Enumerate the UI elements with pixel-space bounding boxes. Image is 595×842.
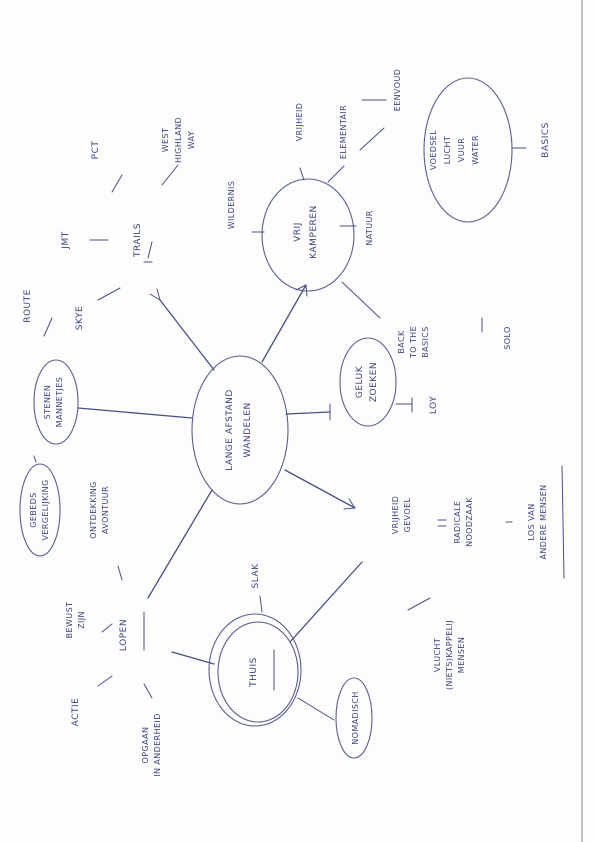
gebeds-bubble [19,463,61,557]
nomadisch-bubble [335,677,373,759]
trails-whw-label-1: WEST [161,128,170,153]
trails-whw-label-3: WAY [187,131,196,149]
link-center-vrijheid [284,469,356,509]
lopen-actie-label: ACTIE [71,698,81,727]
link-trails-whw [161,164,179,186]
center-label-1: LANGE AFSTAND [225,389,235,471]
geluk-loy-label: LOY [429,396,439,414]
kamperen-hub-label-2: KAMPEREN [309,205,319,258]
link-skye-route [43,317,53,337]
lopen-hub-label: LOPEN [119,619,129,651]
lopen-opgaan-label-2: IN ANDERHEID [153,713,162,777]
center-label-2: WANDELEN [243,402,253,457]
thuis-hub-label: THUIS [249,657,259,688]
basics-bubble [423,77,513,223]
vrijheid-radicale-label-2: NOODZAAK [465,497,474,547]
thuis-bubble-outer [208,613,302,727]
stenen-bubble [33,359,79,445]
link-lopen-thuis [171,651,215,665]
link-vrijheid-radicale [437,519,447,527]
link-kamperen-elementair [327,165,345,183]
thuis-vlucht-label-2: (NIETS)KAPPELIJ [445,620,454,690]
basics-item-1: VOEDSEL [429,130,438,170]
lopen-bewust-label-1: BEWUST [65,602,74,639]
link-kamperen-back [341,281,381,319]
trails-route-label: ROUTE [23,289,33,323]
lopen-ontdekking-label-1: ONTDEKKING [89,481,98,538]
trails-whw-label-2: HIGHLAND [174,117,183,163]
kamperen-hub-label-1: VRIJ [293,222,303,242]
arrow-trails [149,288,161,301]
vrijheid-hub-label-2: GEVOEL [403,497,412,532]
vrijheid-los-label-1: LOS VAN [527,503,536,540]
basics-item-3: VUUR [457,138,466,162]
link-center-lopen [147,489,213,599]
vrijheid-underline [561,465,565,579]
link-center-stenen [77,407,193,419]
link-trails-hub [147,241,153,259]
lopen-ontdekking-label-2: AVONTUUR [101,486,110,534]
geluk-bubble [339,337,397,427]
link-kamperen-vrijheid [299,167,305,181]
basics-item-4: WATER [471,135,480,165]
vrijheid-hub-label-1: VRIJHEID [391,496,400,535]
lopen-opgaan-label-1: OPGAAN [141,727,150,764]
trails-jmt-label: JMT [61,231,71,249]
stenen-label-1: STENEN [43,385,52,419]
link-vrijheid-vlucht [407,597,431,611]
link-elementair-eenvoud [359,127,385,151]
basics-item-2: LUCHT [443,136,452,164]
kamperen-eenvoud-label: EENVOUD [393,69,402,112]
geluk-hub-label-1: GELUK [355,365,365,398]
lopen-gebeds-label-2: VERGELIJKING [41,479,50,540]
link-lopen-ontdekking [117,565,123,581]
link-lopen-bewust [101,623,113,633]
link-thuis-vrijheid [289,561,363,643]
link-thuis-nomadisch [297,697,335,721]
arrow-vrijheid [343,498,356,510]
basics-label: BASICS [541,122,551,158]
link-center-geluk [285,411,331,415]
vrijheid-los-label-2: ANDERE MENSEN [539,484,548,559]
kamperen-vrijheid-label: VRIJHEID [295,103,304,142]
geluk-hub-label-2: ZOEKEN [369,362,379,402]
kamperen-natuur-label: NATUUR [365,210,374,245]
thuis-bubble-inner [217,621,299,723]
thuis-nomadisch-label: NOMADISCH [351,691,360,744]
trails-skye-label: SKYE [75,306,85,330]
link-thuis-slak [259,595,263,613]
link-gebeds [33,455,37,463]
kamperen-elementair-label: ELEMENTAIR [339,105,348,159]
vrijheid-radicale-label-1: RADICALE [453,501,462,544]
thuis-slak-label: SLAK [251,563,261,589]
link-lopen-actie [97,675,113,687]
thuis-vlucht-label-3: MENSEN [457,637,466,673]
link-center-kamperen [261,284,307,363]
kamperen-back-label-3: BASICS [421,326,430,357]
thuis-vlucht-label-1: VLUCHT [433,638,442,672]
kamperen-bubble [261,178,355,292]
link-trails-pct [111,174,123,193]
kamperen-back-label-1: BACK [397,330,406,354]
link-center-trails [159,299,215,371]
lopen-bewust-label-2: ZIJN [77,611,86,629]
stenen-label-2: MANNETJES [55,377,64,427]
trails-hub-label: TRAILS [133,223,143,258]
kamperen-wildernis-label: WILDERNIS [227,181,236,230]
center-bubble [191,355,289,505]
kamperen-solo-label: SOLO [503,326,512,349]
lopen-gebeds-label-1: GEBEDS [29,492,38,527]
trails-pct-label: PCT [91,141,101,160]
kamperen-back-label-2: TO THE [409,326,418,359]
link-lopen-opgaan [143,683,153,699]
link-trails-skye [97,287,121,301]
